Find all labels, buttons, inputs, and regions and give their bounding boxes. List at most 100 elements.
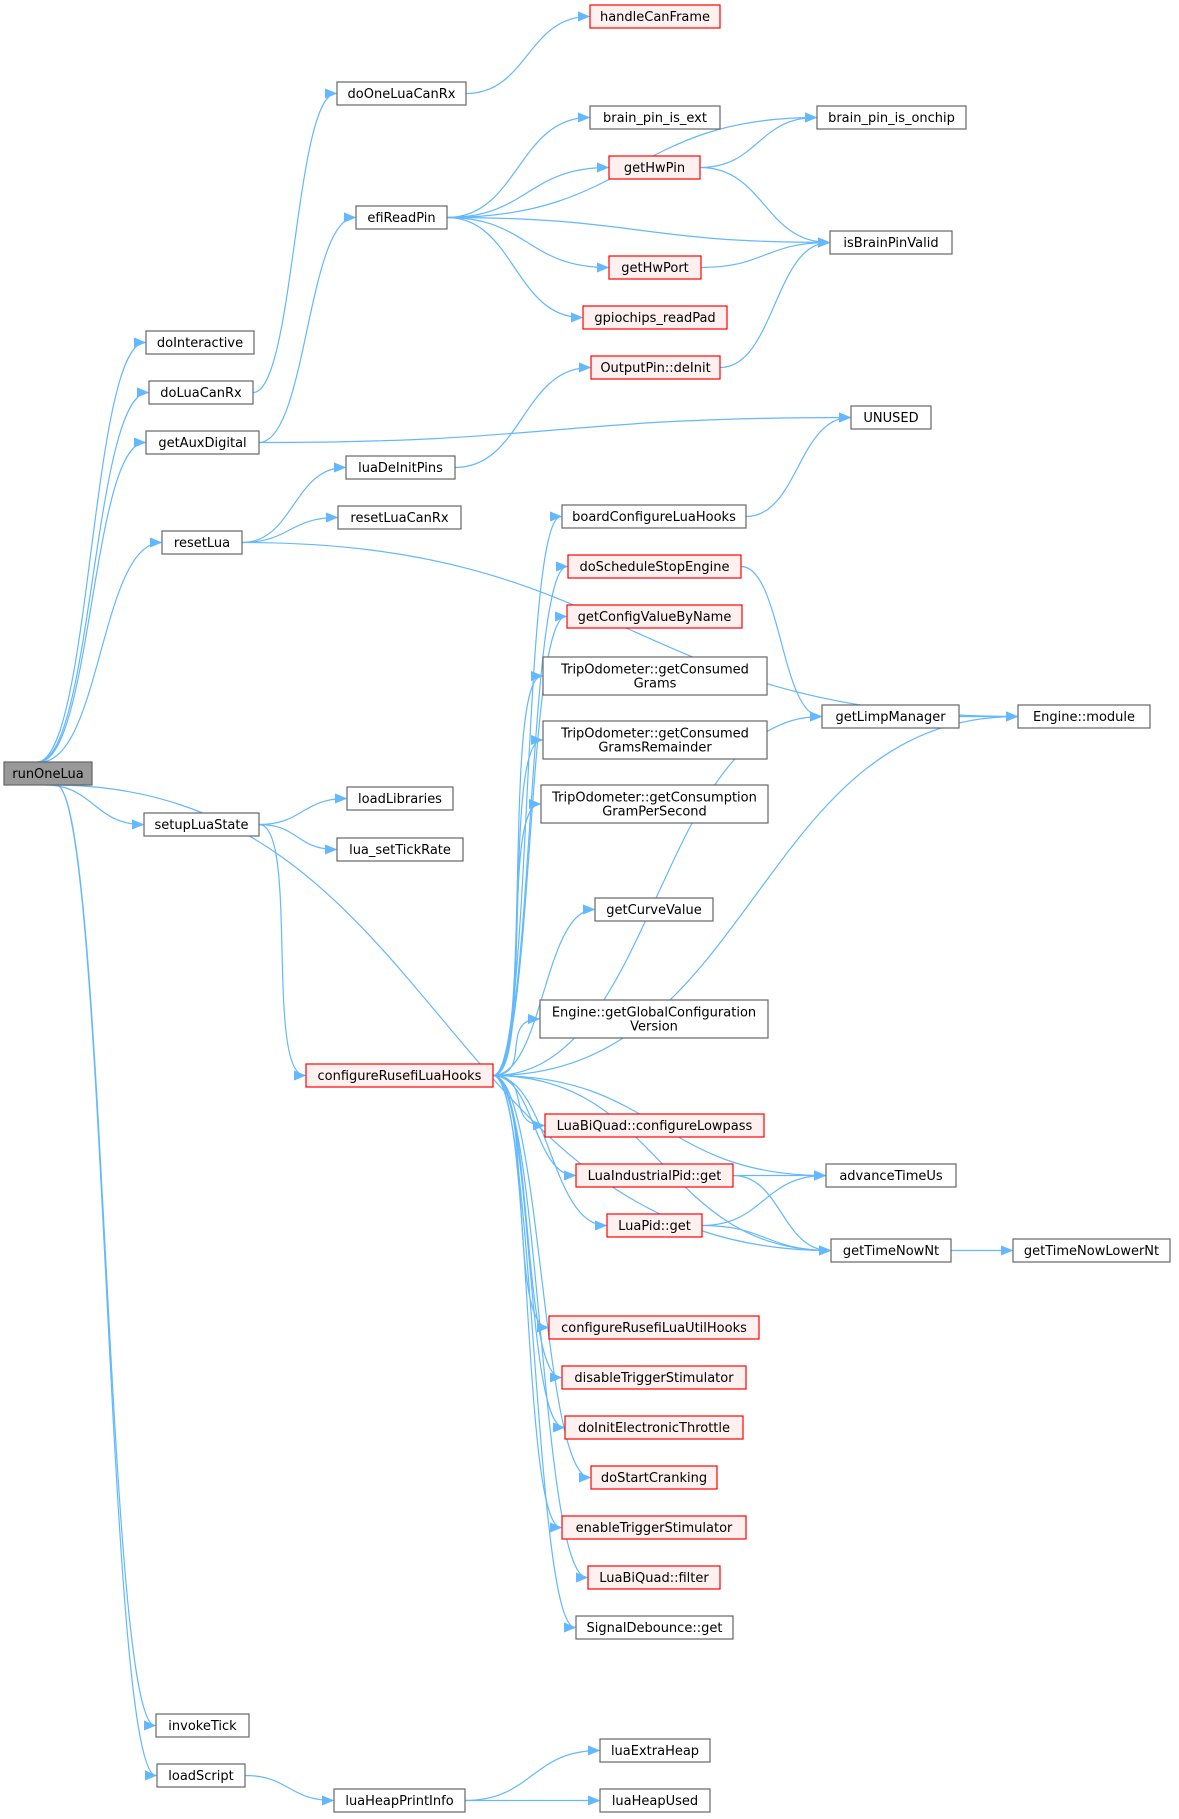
node-unused[interactable]: UNUSED [850, 405, 932, 430]
edge-doschedulestopengine-to-getlimpmanager [740, 565, 821, 717]
edge-outputpin-deinit-to-isbrainpinvalid [719, 243, 829, 369]
node-label: getAuxDigital [158, 436, 246, 451]
node-luadeinitpins[interactable]: luaDeInitPins [345, 455, 456, 480]
node-isbrainpinvalid[interactable]: isBrainPinValid [829, 230, 953, 255]
node-box [337, 505, 462, 530]
node-signaldebounce-get[interactable]: SignalDebounce::get [575, 1615, 734, 1640]
node-advancetimeus[interactable]: advanceTimeUs [825, 1163, 957, 1188]
node-box [540, 784, 769, 824]
node-box [587, 1565, 721, 1590]
edge-dooneluacanrx-to-handlecanframe [465, 17, 589, 95]
node-loadscript[interactable]: loadScript [156, 1763, 246, 1788]
edge-configurerusefiluahooks-to-tripodometer-getconsumedgrams [492, 676, 542, 1077]
node-brain-pin-is-onchip[interactable]: brain_pin_is_onchip [816, 105, 967, 130]
node-disabletriggerstimulator[interactable]: disableTriggerStimulator [561, 1365, 747, 1390]
node-getlimpmanager[interactable]: getLimpManager [821, 704, 960, 729]
node-getcurvevalue[interactable]: getCurveValue [594, 897, 714, 922]
node-label: doOneLuaCanRx [348, 87, 456, 102]
edge-setupluastate-to-loadlibraries [258, 799, 346, 826]
node-label: getLimpManager [835, 710, 946, 725]
edge-efireadpin-to-gethwport [446, 216, 608, 268]
node-dooneluacanrx[interactable]: doOneLuaCanRx [336, 81, 467, 106]
edge-efireadpin-to-gpiochips-readpad [446, 216, 582, 318]
node-box [355, 205, 448, 230]
node-gpiochips-readpad[interactable]: gpiochips_readPad [582, 305, 728, 330]
node-luabiquad-filter[interactable]: LuaBiQuad::filter [587, 1565, 721, 1590]
node-getconfigvaluebyname[interactable]: getConfigValueByName [566, 604, 743, 629]
node-label: brain_pin_is_ext [603, 111, 707, 126]
node-box [145, 330, 255, 355]
node-box [155, 1713, 250, 1738]
node-loadlibraries[interactable]: loadLibraries [346, 786, 454, 811]
edge-luadeinitpins-to-outputpin-deinit [454, 368, 590, 469]
node-dostartcranking[interactable]: doStartCranking [590, 1465, 718, 1490]
edge-runonelua-to-resetlua [40, 543, 161, 763]
node-doinitelectronicthrottle[interactable]: doInitElectronicThrottle [564, 1415, 744, 1440]
node-luabiquad-configurelowpass[interactable]: LuaBiQuad::configureLowpass [544, 1113, 765, 1138]
node-resetluacanrx[interactable]: resetLuaCanRx [337, 505, 462, 530]
node-runonelua[interactable]: runOneLua [3, 761, 93, 786]
edge-resetlua-to-resetluacanrx [241, 518, 337, 544]
node-luaindustrialpid-get[interactable]: LuaIndustrialPid::get [575, 1163, 734, 1188]
node-boardconfigureluahooks[interactable]: boardConfigureLuaHooks [561, 504, 747, 529]
node-invoketick[interactable]: invokeTick [155, 1713, 250, 1738]
node-luaheapprintinfo[interactable]: luaHeapPrintInfo [333, 1788, 466, 1813]
node-brain-pin-is-ext[interactable]: brain_pin_is_ext [589, 105, 721, 130]
edge-efireadpin-to-isbrainpinvalid [446, 216, 829, 243]
node-label: doLuaCanRx [160, 386, 242, 401]
node-dointeractive[interactable]: doInteractive [145, 330, 255, 355]
node-gethwpin[interactable]: getHwPin [608, 155, 701, 180]
node-outputpin-deinit[interactable]: OutputPin::deInit [590, 355, 721, 380]
edge-gethwport-to-isbrainpinvalid [700, 243, 829, 269]
edge-runonelua-to-getauxdigital [38, 443, 145, 763]
node-box [561, 1515, 747, 1540]
node-gettimenownt[interactable]: getTimeNowNt [830, 1238, 952, 1263]
node-label: lua_setTickRate [349, 843, 451, 858]
node-handlecanframe[interactable]: handleCanFrame [589, 4, 721, 29]
node-label: SignalDebounce::get [587, 1621, 723, 1636]
node-configurerusefiluautilhooks[interactable]: configureRusefiLuaUtilHooks [548, 1315, 760, 1340]
node-label: brain_pin_is_onchip [828, 111, 955, 126]
node-label: LuaPid::get [618, 1219, 691, 1234]
node-resetlua[interactable]: resetLua [161, 530, 243, 555]
node-label: configureRusefiLuaHooks [318, 1069, 482, 1084]
node-luaheapused[interactable]: luaHeapUsed [599, 1788, 711, 1813]
node-label: handleCanFrame [600, 10, 710, 25]
node-box [608, 155, 701, 180]
nodes-layer: runOneLua doInteractive doLuaCanRx getAuxDi… [3, 4, 1171, 1813]
edge-configurerusefiluahooks-to-gettimenownt [492, 1074, 830, 1251]
node-label: Engine::module [1033, 710, 1135, 725]
node-setupluastate[interactable]: setupLuaState [143, 812, 260, 837]
node-label: loadScript [168, 1769, 234, 1784]
node-label: LuaBiQuad::configureLowpass [557, 1119, 753, 1134]
node-label: configureRusefiLuaUtilHooks [561, 1321, 747, 1336]
node-lua-settickrate[interactable]: lua_setTickRate [336, 837, 464, 862]
edge-luaindustrialpid-get-to-gettimenownt [732, 1174, 830, 1251]
node-efireadpin[interactable]: efiReadPin [355, 205, 448, 230]
node-doschedulestopengine[interactable]: doScheduleStopEngine [567, 554, 742, 579]
node-doluacanrx[interactable]: doLuaCanRx [148, 380, 254, 405]
node-box [148, 380, 254, 405]
node-enabletriggerstimulator[interactable]: enableTriggerStimulator [561, 1515, 747, 1540]
node-engine-module[interactable]: Engine::module [1017, 704, 1151, 729]
node-gettimenowlowernt[interactable]: getTimeNowLowerNt [1012, 1238, 1171, 1263]
node-box [594, 897, 714, 922]
node-gethwport[interactable]: getHwPort [608, 255, 702, 280]
node-label: getHwPin [624, 161, 685, 176]
node-label: getCurveValue [606, 903, 701, 918]
node-getauxdigital[interactable]: getAuxDigital [145, 430, 260, 455]
node-label: advanceTimeUs [839, 1169, 943, 1184]
node-configurerusefiluahooks[interactable]: configureRusefiLuaHooks [305, 1063, 494, 1088]
node-label: luaDeInitPins [358, 461, 443, 476]
node-luaextraheap[interactable]: luaExtraHeap [599, 1738, 711, 1763]
node-luapid-get[interactable]: LuaPid::get [606, 1213, 703, 1238]
